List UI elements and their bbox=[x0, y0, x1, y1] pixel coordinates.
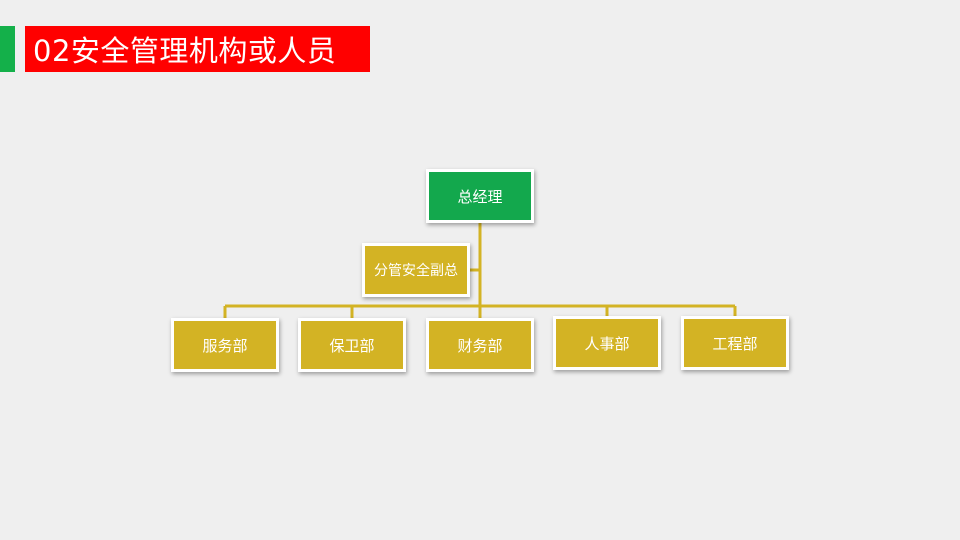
org-node-department-label: 财务部 bbox=[457, 336, 503, 355]
org-node-safety-vice-president: 分管安全副总 bbox=[362, 243, 470, 297]
org-node-general-manager: 总经理 bbox=[426, 169, 534, 223]
org-node-department: 人事部 bbox=[553, 316, 661, 370]
org-node-department: 工程部 bbox=[681, 316, 789, 370]
slide-title-box: 02安全管理机构或人员 bbox=[25, 26, 370, 72]
org-node-department: 财务部 bbox=[426, 318, 534, 372]
org-node-department-label: 保卫部 bbox=[329, 336, 375, 355]
org-node-department-label: 服务部 bbox=[202, 336, 248, 355]
org-node-safety-vice-president-label: 分管安全副总 bbox=[374, 263, 458, 279]
org-node-department: 服务部 bbox=[171, 318, 279, 372]
org-node-department-label: 工程部 bbox=[712, 334, 758, 353]
org-node-department: 保卫部 bbox=[298, 318, 406, 372]
slide-title: 02安全管理机构或人员 bbox=[33, 34, 337, 68]
title-accent-bar bbox=[0, 26, 15, 72]
org-node-general-manager-label: 总经理 bbox=[457, 187, 503, 206]
org-node-department-label: 人事部 bbox=[584, 334, 630, 353]
